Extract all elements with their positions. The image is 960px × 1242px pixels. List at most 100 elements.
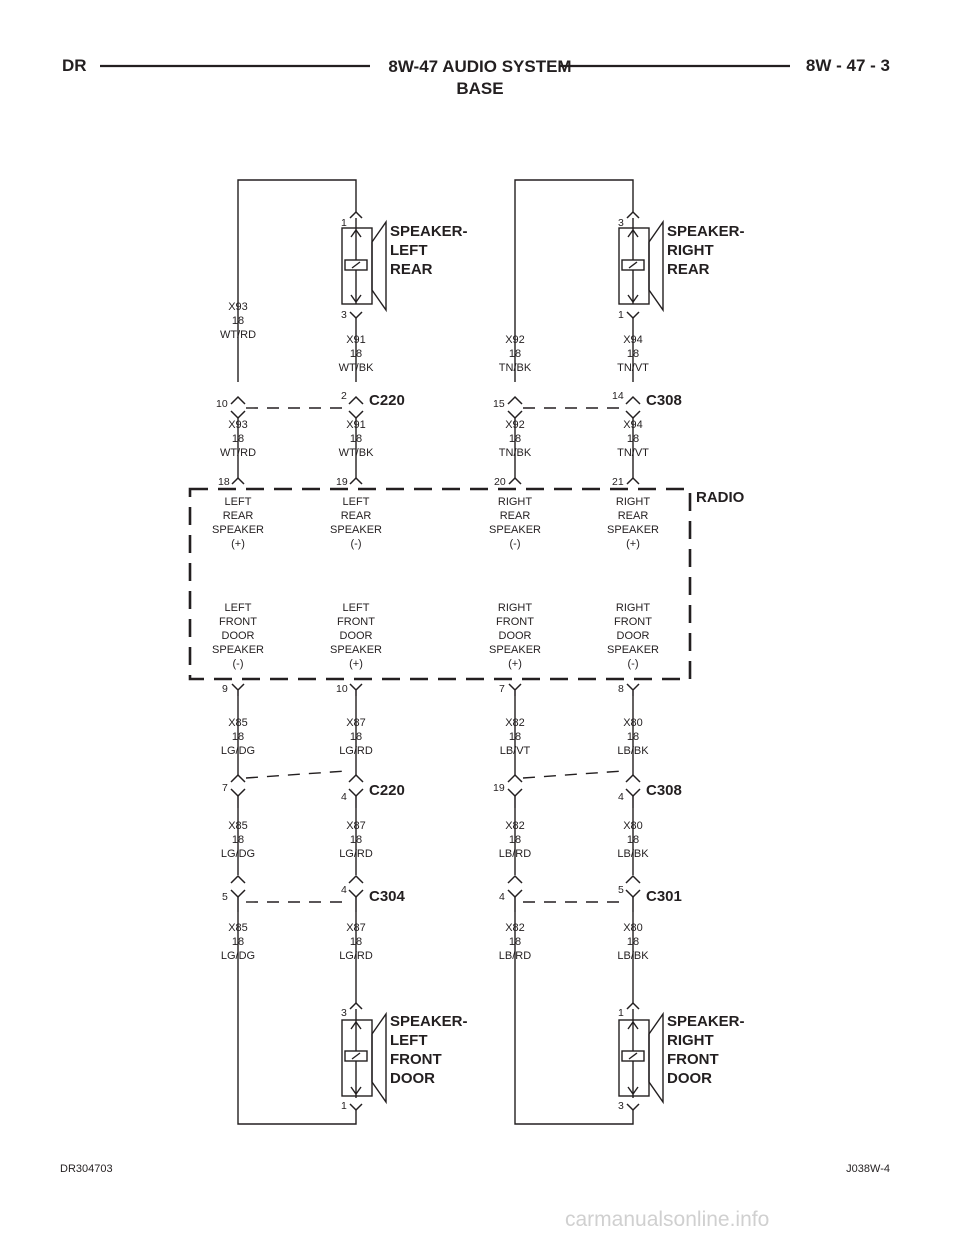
pin-rf-bot: 3 bbox=[618, 1100, 624, 1112]
chevron-radio-19 bbox=[349, 476, 363, 485]
pin-radio-9: 9 bbox=[222, 683, 228, 695]
chevron-radio-18 bbox=[231, 476, 245, 485]
pin-c220-2: 2 bbox=[341, 390, 347, 402]
chevron-c301-5 bbox=[625, 874, 641, 899]
pin-c304-5: 5 bbox=[222, 891, 228, 903]
chevron-c301-4 bbox=[507, 874, 523, 899]
chevron-c308-15 bbox=[507, 395, 523, 420]
pin-c301-5: 5 bbox=[618, 884, 624, 896]
chevron-c304-4 bbox=[348, 874, 364, 899]
chevron-c220-2 bbox=[348, 395, 364, 420]
pin-rf-top: 1 bbox=[618, 1007, 624, 1019]
wire-x82-bottom-loop bbox=[514, 912, 634, 1125]
watermark: carmanualsonline.info bbox=[565, 1208, 770, 1231]
label-radio: RADIO bbox=[696, 489, 745, 506]
pin-c308-15: 15 bbox=[493, 398, 505, 410]
pin-c220-10: 10 bbox=[216, 398, 228, 410]
connector-c301: C301 bbox=[646, 888, 682, 905]
speaker-left-front-symbol bbox=[341, 1009, 387, 1105]
chevron-c220-4 bbox=[348, 773, 364, 798]
radio-box bbox=[188, 487, 692, 681]
chevron-c308-14 bbox=[625, 395, 641, 420]
wire-x85-bottom-loop bbox=[237, 912, 357, 1125]
pin-c308-4: 4 bbox=[618, 791, 624, 803]
pin-lr-top: 1 bbox=[341, 217, 347, 229]
speaker-left-rear-symbol bbox=[341, 218, 387, 313]
c220-bottom-body bbox=[245, 770, 347, 779]
wire-x92-top-loop bbox=[514, 179, 634, 382]
pin-radio-7: 7 bbox=[499, 683, 505, 695]
pin-c304-4: 4 bbox=[341, 884, 347, 896]
chevron-rf-bot bbox=[626, 1103, 640, 1112]
chevron-lr-top bbox=[349, 210, 363, 219]
connector-c220-bottom: C220 bbox=[369, 782, 405, 799]
pin-radio-21: 21 bbox=[612, 476, 624, 488]
pin-radio-8: 8 bbox=[618, 683, 624, 695]
chevron-lf-top bbox=[349, 1001, 363, 1010]
chevron-radio-8 bbox=[626, 683, 640, 696]
chevron-radio-7 bbox=[508, 683, 522, 696]
pin-lf-top: 3 bbox=[341, 1007, 347, 1019]
chevron-radio-20 bbox=[508, 476, 522, 485]
connector-c308-bottom: C308 bbox=[646, 782, 682, 799]
connector-c220-top: C220 bbox=[369, 392, 405, 409]
footer-left: DR304703 bbox=[60, 1163, 113, 1175]
chevron-c304-5 bbox=[230, 874, 246, 899]
footer-right: J038W-4 bbox=[846, 1163, 890, 1175]
c308-bottom-body bbox=[522, 770, 624, 779]
chevron-radio-10 bbox=[349, 683, 363, 696]
chevron-rr-top bbox=[626, 210, 640, 219]
connector-c308-top: C308 bbox=[646, 392, 682, 409]
connector-chevrons bbox=[230, 210, 641, 1112]
pin-c308-14: 14 bbox=[612, 390, 624, 402]
speaker-right-front-symbol bbox=[618, 1009, 664, 1105]
pin-lf-bot: 1 bbox=[341, 1100, 347, 1112]
pin-radio-18: 18 bbox=[218, 476, 230, 488]
chevron-c308-4 bbox=[625, 773, 641, 798]
pin-rr-bot: 1 bbox=[618, 309, 624, 321]
pin-c220-7: 7 bbox=[222, 782, 228, 794]
pin-lr-bot: 3 bbox=[341, 309, 347, 321]
pin-radio-19: 19 bbox=[336, 476, 348, 488]
header-left: DR bbox=[62, 56, 87, 75]
connector-c304: C304 bbox=[369, 888, 406, 905]
wire-x93-top-loop bbox=[237, 179, 357, 382]
chevron-c220-10 bbox=[230, 395, 246, 420]
chevron-lr-bot bbox=[349, 311, 363, 320]
speaker-right-rear-symbol bbox=[618, 218, 664, 313]
pin-c308-19: 19 bbox=[493, 782, 505, 794]
chevron-radio-21 bbox=[626, 476, 640, 485]
page-title-main: 8W-47 AUDIO SYSTEM bbox=[388, 57, 572, 76]
pin-radio-20: 20 bbox=[494, 476, 506, 488]
